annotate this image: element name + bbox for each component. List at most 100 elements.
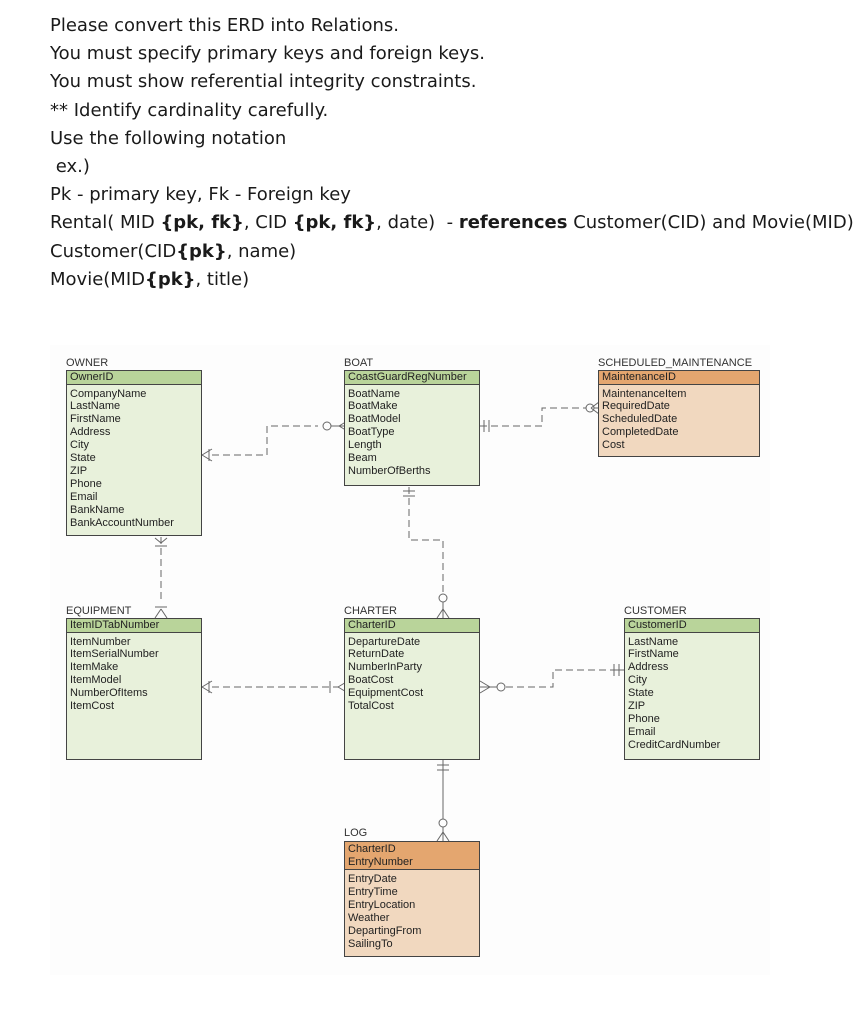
instruction-line: ** Identify cardinality carefully. (50, 99, 329, 121)
charter-attribute: NumberInParty (348, 661, 422, 674)
maintenance-entity-title: SCHEDULED_MAINTENANCE (598, 357, 753, 369)
log-entity: CharterID EntryNumber EntryDate EntryTim… (344, 841, 480, 957)
boat-attribute: BoatMake (348, 400, 398, 413)
instruction-line: You must specify primary keys and foreig… (50, 43, 485, 65)
log-attribute: Weather (348, 911, 390, 924)
owner-equipment-relationship (154, 537, 168, 619)
example-pk: {pk} (176, 240, 227, 262)
boat-attribute-list: BoatName BoatMake BoatModel BoatType Len… (345, 385, 479, 478)
maintenance-key-list: MaintenanceID (599, 371, 759, 385)
boat-attribute: BoatType (348, 426, 395, 439)
customer-attribute: Phone (628, 712, 660, 725)
customer-key-list: CustomerID (625, 619, 759, 633)
charter-key: CharterID (348, 619, 396, 631)
example-text: Customer(CID) and Movie(MID) (567, 212, 854, 234)
boat-entity: CoastGuardRegNumber BoatName BoatMake Bo… (344, 370, 480, 486)
maintenance-attribute: Cost (602, 439, 625, 452)
example-movie: Movie(MID{pk}, title) (50, 266, 830, 294)
log-attribute: EntryTime (348, 885, 398, 898)
equipment-attribute: ItemCost (70, 700, 115, 713)
owner-attribute: Phone (70, 477, 102, 490)
log-attribute: DepartingFrom (348, 924, 422, 937)
charter-attribute: ReturnDate (348, 648, 405, 661)
equipment-charter-relationship (201, 680, 349, 694)
owner-boat-relationship (201, 419, 350, 462)
maintenance-entity: MaintenanceID MaintenanceItem RequiredDa… (598, 370, 760, 457)
charter-attribute-list: DepartureDate ReturnDate NumberInParty B… (345, 633, 479, 713)
customer-attribute: FirstName (628, 648, 679, 661)
owner-attribute: City (70, 439, 89, 452)
example-pkfk: {pk, fk} (160, 212, 244, 234)
customer-attribute: CreditCardNumber (628, 738, 721, 751)
customer-attribute-list: LastName FirstName Address City State ZI… (625, 633, 759, 752)
charter-attribute: DepartureDate (348, 635, 421, 648)
maintenance-key: MaintenanceID (602, 371, 676, 383)
equipment-entity: ItemIDTabNumber ItemNumber ItemSerialNum… (66, 618, 202, 760)
instruction-line: ex.) (50, 156, 90, 178)
example-customer: Customer(CID{pk}, name) (50, 238, 830, 266)
example-text: , name) (226, 240, 297, 262)
log-entity-title: LOG (344, 827, 368, 839)
customer-key: CustomerID (628, 619, 687, 631)
customer-attribute: City (628, 674, 647, 687)
boat-attribute: BoatModel (348, 413, 401, 426)
equipment-attribute: NumberOfItems (70, 687, 148, 700)
charter-attribute: TotalCost (348, 700, 394, 713)
owner-attribute: CompanyName (70, 387, 147, 400)
equipment-attribute: ItemMake (70, 661, 119, 674)
maintenance-attribute: RequiredDate (602, 400, 670, 413)
example-pk: {pk} (145, 268, 196, 290)
owner-entity: OwnerID CompanyName LastName FirstName A… (66, 370, 202, 536)
example-rental: Rental( MID {pk, fk}, CID {pk, fk}, date… (50, 209, 854, 237)
owner-attribute: BankAccountNumber (70, 516, 174, 529)
boat-maintenance-relationship (480, 401, 600, 432)
instruction-line: Use the following notation (50, 127, 287, 149)
customer-attribute: ZIP (628, 700, 646, 713)
boat-charter-relationship (403, 487, 450, 619)
equipment-key-list: ItemIDTabNumber (67, 619, 201, 633)
log-attribute: EntryLocation (348, 898, 416, 911)
charter-customer-relationship (479, 664, 626, 694)
boat-key-list: CoastGuardRegNumber (345, 371, 479, 385)
instruction-line: You must show referential integrity cons… (50, 71, 477, 93)
customer-entity: CustomerID LastName FirstName Address Ci… (624, 618, 760, 760)
example-text: Customer(CID (50, 240, 177, 262)
boat-entity-title: BOAT (344, 357, 374, 369)
example-text: Rental( MID (50, 212, 161, 234)
instruction-line: Please convert this ERD into Relations. (50, 15, 399, 36)
equipment-attribute: ItemModel (70, 674, 122, 687)
owner-key: OwnerID (70, 371, 114, 383)
example-references: references (458, 212, 568, 234)
log-key: EntryNumber (348, 855, 413, 868)
example-text: , CID (243, 212, 293, 234)
equipment-attribute: ItemNumber (70, 635, 131, 648)
example-text: Movie(MID (50, 268, 145, 290)
log-attribute-list: EntryDate EntryTime EntryLocation Weathe… (345, 870, 479, 950)
instructions-block: Please convert this ERD into Relations. … (50, 12, 854, 294)
maintenance-attribute-list: MaintenanceItem RequiredDate ScheduledDa… (599, 385, 759, 453)
log-key: CharterID (348, 843, 396, 855)
boat-attribute: Length (348, 439, 382, 452)
owner-attribute: LastName (70, 400, 121, 413)
maintenance-attribute: ScheduledDate (602, 413, 678, 426)
equipment-key: ItemIDTabNumber (70, 619, 160, 631)
equipment-entity-title: EQUIPMENT (66, 605, 132, 617)
maintenance-attribute: MaintenanceItem (602, 387, 687, 400)
owner-attribute: State (70, 452, 96, 465)
owner-attribute: Address (70, 426, 111, 439)
example-text: , date) - (376, 212, 459, 234)
owner-attribute: ZIP (70, 464, 88, 477)
maintenance-attribute: CompletedDate (602, 426, 679, 439)
customer-attribute: Address (628, 661, 669, 674)
charter-attribute: BoatCost (348, 674, 394, 687)
example-pkfk: {pk, fk} (292, 212, 377, 234)
owner-attribute: Email (70, 490, 98, 503)
boat-attribute: BoatName (348, 387, 400, 400)
equipment-attribute: ItemSerialNumber (70, 648, 159, 661)
owner-entity-title: OWNER (66, 357, 109, 369)
customer-attribute: State (628, 687, 654, 700)
charter-log-relationship (436, 760, 450, 842)
charter-attribute: EquipmentCost (348, 687, 424, 700)
boat-attribute: Beam (348, 452, 377, 465)
